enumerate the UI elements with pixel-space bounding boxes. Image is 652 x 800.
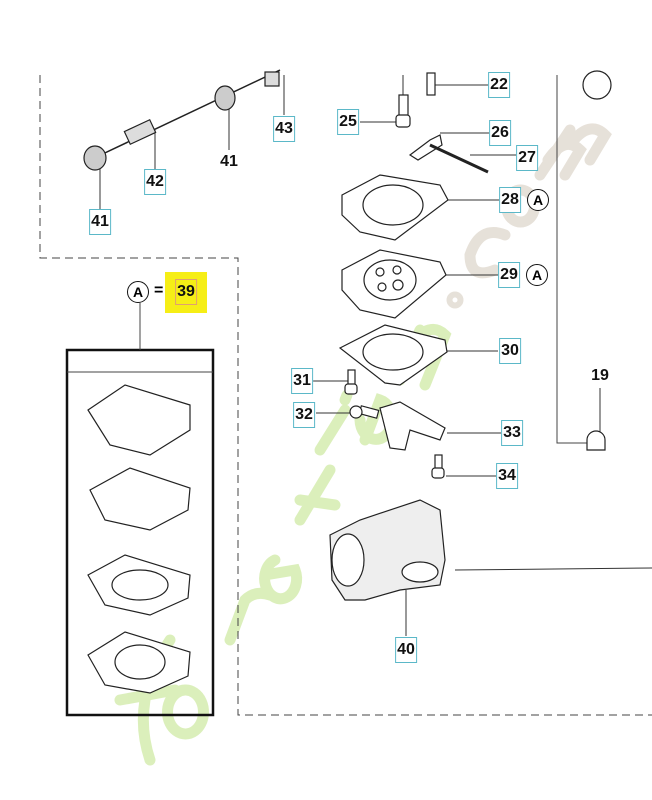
callout-25[interactable]: 25 — [337, 109, 359, 135]
kit-39-contents — [87, 384, 191, 694]
callout-31[interactable]: 31 — [291, 368, 313, 394]
callout-26[interactable]: 26 — [489, 120, 511, 146]
callout-33[interactable]: 33 — [501, 420, 523, 446]
callout-42[interactable]: 42 — [144, 169, 166, 195]
callout-34[interactable]: 34 — [496, 463, 518, 489]
callout-19: 19 — [591, 367, 609, 384]
kit-equals-sign: = — [154, 282, 164, 299]
callout-30[interactable]: 30 — [499, 338, 521, 364]
callout-43[interactable]: 43 — [273, 116, 295, 142]
lever-33 — [379, 401, 446, 451]
leader-lines — [99, 75, 652, 636]
cable-clip-41 — [83, 145, 107, 171]
callout-39-kit[interactable]: 39 — [175, 279, 197, 305]
callout-32[interactable]: 32 — [293, 402, 315, 428]
callout-28[interactable]: 28 — [499, 187, 521, 213]
screw-32 — [349, 405, 363, 419]
part-edge — [582, 70, 612, 100]
callout-41-plain: 41 — [220, 153, 238, 170]
callout-41[interactable]: 41 — [89, 209, 111, 235]
lever-26 — [408, 134, 443, 161]
cable-clip-41-b — [214, 85, 236, 111]
kit-ref-badge-29: A — [526, 264, 548, 286]
screw-31 — [344, 383, 358, 395]
parts — [83, 69, 612, 694]
section-frames — [39, 75, 652, 717]
kit-ref-badge: A — [127, 281, 149, 303]
callout-27[interactable]: 27 — [516, 145, 538, 171]
callout-29[interactable]: 29 — [498, 262, 520, 288]
callout-22[interactable]: 22 — [488, 72, 510, 98]
screw-25 — [395, 114, 411, 128]
cable-adjuster-42 — [123, 118, 157, 146]
callout-40[interactable]: 40 — [395, 637, 417, 663]
clip-19 — [586, 430, 606, 451]
pin-22 — [426, 72, 436, 96]
kit-ref-badge-28: A — [527, 189, 549, 211]
screw-34 — [431, 467, 445, 479]
